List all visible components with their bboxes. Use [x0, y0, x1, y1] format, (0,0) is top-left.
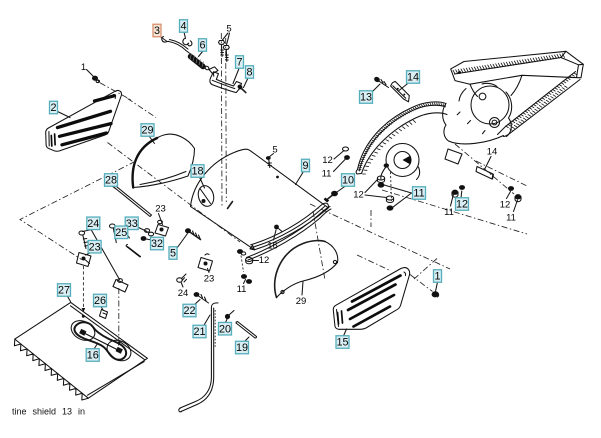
- svg-text:8: 8: [246, 67, 252, 79]
- svg-text:23: 23: [89, 241, 101, 253]
- svg-text:11: 11: [322, 168, 332, 179]
- svg-text:14: 14: [407, 72, 419, 84]
- svg-text:12: 12: [322, 155, 333, 166]
- svg-text:26: 26: [94, 295, 106, 307]
- svg-text:19: 19: [236, 342, 248, 354]
- svg-text:12: 12: [259, 255, 270, 266]
- svg-text:27: 27: [58, 285, 70, 297]
- svg-text:15: 15: [336, 337, 348, 349]
- svg-text:21: 21: [193, 326, 205, 338]
- svg-text:23: 23: [204, 273, 215, 284]
- svg-text:3: 3: [154, 25, 160, 37]
- svg-text:14: 14: [487, 146, 498, 157]
- svg-text:18: 18: [191, 166, 203, 178]
- svg-text:1: 1: [434, 271, 440, 283]
- svg-text:12: 12: [353, 189, 364, 200]
- svg-text:28: 28: [105, 175, 117, 187]
- svg-text:5: 5: [272, 144, 277, 155]
- svg-text:16: 16: [87, 350, 99, 362]
- svg-text:10: 10: [342, 175, 354, 187]
- svg-text:29: 29: [296, 296, 307, 307]
- svg-text:24: 24: [87, 218, 99, 230]
- svg-text:5: 5: [170, 248, 176, 260]
- svg-text:7: 7: [236, 57, 242, 69]
- svg-text:25: 25: [115, 227, 127, 239]
- svg-text:16: 16: [267, 240, 278, 251]
- svg-text:22: 22: [183, 305, 195, 317]
- svg-text:1: 1: [81, 62, 86, 73]
- svg-text:12: 12: [500, 199, 511, 210]
- svg-text:32: 32: [151, 238, 163, 250]
- svg-text:29: 29: [141, 125, 153, 137]
- svg-text:33: 33: [126, 218, 138, 230]
- svg-text:12: 12: [456, 199, 468, 211]
- svg-text:5: 5: [226, 23, 231, 34]
- svg-text:23: 23: [155, 203, 166, 214]
- svg-text:9: 9: [302, 160, 308, 172]
- svg-text:13: 13: [360, 92, 372, 104]
- svg-text:4: 4: [180, 21, 186, 33]
- svg-text:24: 24: [178, 288, 189, 299]
- svg-text:11: 11: [506, 212, 516, 223]
- svg-text:11: 11: [444, 207, 454, 218]
- svg-text:11: 11: [237, 284, 247, 295]
- svg-text:20: 20: [219, 323, 231, 335]
- svg-text:6: 6: [199, 40, 205, 52]
- svg-text:tine shield 13 in: tine shield 13 in: [12, 407, 85, 417]
- svg-text:2: 2: [50, 102, 56, 114]
- svg-text:11: 11: [413, 188, 424, 200]
